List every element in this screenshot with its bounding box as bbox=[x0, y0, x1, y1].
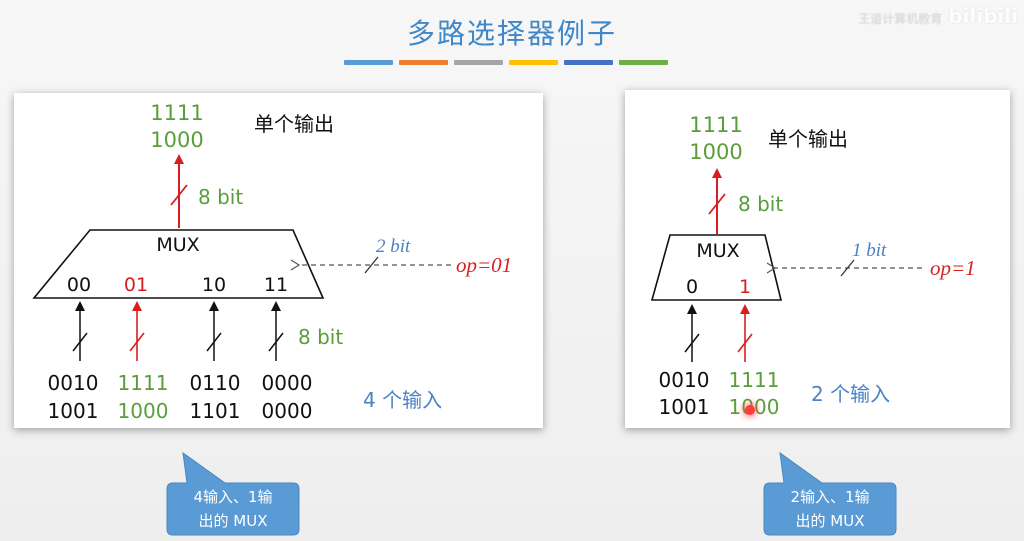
watermark: 王道计算机教育 bilibili bbox=[858, 4, 1018, 28]
watermark-sub: 王道计算机教育 bbox=[858, 12, 943, 26]
mux2-callout-text: 2输入、1输 出的 MUX bbox=[764, 485, 896, 533]
mux4-count-label: 4 个输入 bbox=[363, 388, 442, 412]
mux2-in-slash-1 bbox=[737, 333, 753, 353]
mux2-output-line2: 1000 bbox=[689, 140, 742, 164]
mux4-value-0-line1: 0010 bbox=[48, 371, 99, 395]
mux4-value-1-line1: 1111 bbox=[118, 371, 169, 395]
mux4-output-label: 单个输出 bbox=[254, 112, 334, 136]
mux4-value-3-line1: 0000 bbox=[262, 371, 313, 395]
mux2-value-0-line1: 0010 bbox=[659, 368, 710, 392]
color-bar bbox=[509, 60, 558, 65]
color-bar bbox=[344, 60, 393, 65]
color-bar bbox=[399, 60, 448, 65]
mux4-output-line1: 1111 bbox=[150, 101, 203, 125]
mux4-body bbox=[32, 229, 325, 299]
mux4-input-width: 8 bit bbox=[298, 325, 343, 349]
mux2-callout-line1: 2输入、1输 bbox=[790, 488, 870, 506]
mux4-in-slash-0 bbox=[72, 332, 88, 352]
mux2-select-width: 1 bit bbox=[852, 240, 887, 261]
mux2-callout: 2输入、1输 出的 MUX bbox=[762, 445, 902, 537]
mux2-output-label: 单个输出 bbox=[768, 127, 848, 151]
mux2-body bbox=[650, 234, 783, 301]
mux4-diagram: 1111 1000 单个输出 8 bit MUX 00 01 10 11 2 b… bbox=[32, 101, 512, 423]
mux2-count-label: 2 个输入 bbox=[811, 382, 890, 406]
mux4-input-2: 10 bbox=[202, 274, 226, 296]
page-title: 多路选择器例子 bbox=[406, 17, 617, 50]
mux4-output-line2: 1000 bbox=[150, 128, 203, 152]
watermark-brand: bilibili bbox=[948, 4, 1018, 28]
pointer-highlight-dot bbox=[745, 405, 755, 415]
mux4-callout-line1: 4输入、1输 bbox=[193, 488, 273, 506]
mux2-input-0: 0 bbox=[686, 276, 698, 298]
title-color-bars bbox=[344, 60, 674, 68]
mux4-select-width: 2 bit bbox=[376, 236, 411, 257]
mux2-select-signal: op=1 bbox=[930, 256, 976, 280]
mux4-callout-shape bbox=[166, 451, 300, 536]
mux4-in-slash-2 bbox=[206, 332, 222, 352]
mux4-select-slash bbox=[364, 256, 379, 274]
mux4-input-1: 01 bbox=[124, 274, 148, 296]
mux4-callout-line2: 出的 MUX bbox=[198, 512, 268, 530]
mux2-input-1: 1 bbox=[739, 276, 751, 298]
mux4-in-slash-3 bbox=[268, 332, 284, 352]
mux2-callout-line2: 出的 MUX bbox=[795, 512, 865, 530]
mux2-diagram: 1111 1000 单个输出 8 bit MUX 0 1 1 bit op=1 … bbox=[650, 113, 976, 419]
mux2-panel: 1111 1000 单个输出 8 bit MUX 0 1 1 bit op=1 … bbox=[625, 90, 1010, 428]
color-bar bbox=[454, 60, 503, 65]
mux4-value-2-line2: 1101 bbox=[190, 399, 241, 423]
mux2-output-width: 8 bit bbox=[738, 192, 783, 216]
mux2-output-line1: 1111 bbox=[689, 113, 742, 137]
mux4-in-slash-1 bbox=[129, 332, 145, 352]
mux4-value-0-line2: 1001 bbox=[48, 399, 99, 423]
mux4-value-2-line1: 0110 bbox=[190, 371, 241, 395]
mux4-output-bus-slash bbox=[170, 184, 188, 206]
mux4-select-signal: op=01 bbox=[456, 253, 512, 277]
mux4-label: MUX bbox=[156, 234, 199, 256]
color-bar bbox=[564, 60, 613, 65]
color-bar bbox=[619, 60, 668, 65]
mux4-value-3-line2: 0000 bbox=[262, 399, 313, 423]
mux4-callout: 4输入、1输 出的 MUX bbox=[165, 445, 305, 537]
mux2-output-bus-slash bbox=[708, 193, 726, 215]
mux2-in-slash-0 bbox=[684, 333, 700, 353]
mux2-callout-shape bbox=[763, 451, 897, 536]
mux4-callout-text: 4输入、1输 出的 MUX bbox=[167, 485, 299, 533]
mux2-label: MUX bbox=[696, 240, 739, 262]
mux4-value-1-line2: 1000 bbox=[118, 399, 169, 423]
mux2-value-1-line1: 1111 bbox=[729, 368, 780, 392]
mux4-output-width: 8 bit bbox=[198, 185, 243, 209]
mux4-input-3: 11 bbox=[264, 274, 288, 296]
mux4-input-0: 00 bbox=[67, 274, 91, 296]
mux2-value-0-line2: 1001 bbox=[659, 395, 710, 419]
mux4-panel: 1111 1000 单个输出 8 bit MUX 00 01 10 11 2 b… bbox=[14, 93, 543, 428]
mux2-select-slash bbox=[840, 259, 855, 277]
